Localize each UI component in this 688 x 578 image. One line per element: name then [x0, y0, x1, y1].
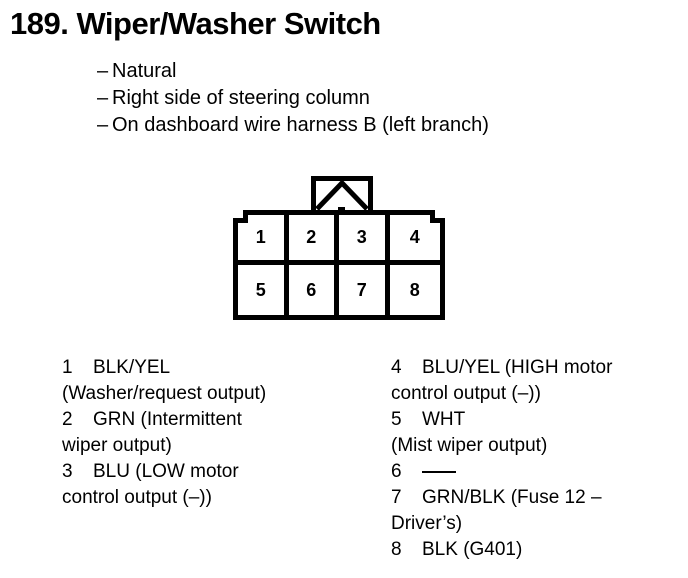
spec-item-label: Right side of steering column — [112, 87, 370, 109]
latch-peak-icon — [311, 176, 373, 212]
legend-item: 8 BLK (G401) — [391, 537, 681, 563]
legend-item: 1 BLK/YEL (Washer/request output) — [62, 355, 362, 407]
pin-cell-4[interactable]: 4 — [389, 215, 440, 265]
legend-line-2: Driver’s) — [391, 513, 463, 534]
pin-cell-label: 3 — [356, 227, 367, 247]
legend-pin-number: 1 — [62, 357, 73, 378]
spec-item: –On dashboard wire harness B (left branc… — [97, 112, 657, 139]
legend-line-1: GRN/BLK (Fuse 12 – — [422, 487, 602, 508]
pin-legend-right-column: 4 BLU/YEL (HIGH motor control output (–)… — [391, 355, 681, 563]
legend-item: 4 BLU/YEL (HIGH motor control output (–)… — [391, 355, 681, 407]
spec-item-label: On dashboard wire harness B (left branch… — [112, 114, 489, 136]
legend-line-2: control output (–)) — [391, 383, 541, 404]
spec-item-label: Natural — [112, 60, 177, 82]
legend-line-1: BLK (G401) — [422, 539, 523, 560]
legend-line-1: GRN (Intermittent — [93, 409, 242, 430]
legend-item: 5 WHT (Mist wiper output) — [391, 407, 681, 459]
legend-line-2: control output (–)) — [62, 487, 212, 508]
legend-item: 2 GRN (Intermittent wiper output) — [62, 407, 362, 459]
spec-dash-icon: – — [97, 87, 109, 109]
connector-pin-grid: 1 2 3 4 5 6 7 8 — [233, 210, 445, 320]
connector-notch-right-icon — [430, 210, 445, 223]
legend-item: 3 BLU (LOW motor control output (–)) — [62, 459, 362, 511]
legend-pin-description: GRN/BLK (Fuse 12 – Driver’s) — [391, 487, 681, 537]
spec-list: –Natural –Right side of steering column … — [97, 58, 657, 139]
legend-unused-dash-icon — [422, 471, 456, 473]
legend-pin-description: BLK/YEL (Washer/request output) — [62, 357, 362, 407]
pin-cell-label: 5 — [255, 279, 266, 300]
pin-cell-2[interactable]: 2 — [288, 215, 339, 265]
legend-pin-number: 3 — [62, 461, 73, 482]
pin-cell-5[interactable]: 5 — [238, 265, 289, 315]
legend-pin-description: GRN (Intermittent wiper output) — [62, 409, 362, 459]
legend-pin-number: 2 — [62, 409, 73, 430]
spec-dash-icon: – — [97, 114, 109, 136]
spec-item: –Right side of steering column — [97, 85, 657, 112]
pin-legend-left-column: 1 BLK/YEL (Washer/request output) 2 GRN … — [62, 355, 362, 511]
legend-pin-description: BLU/YEL (HIGH motor control output (–)) — [391, 357, 681, 407]
legend-pin-number: 4 — [391, 357, 402, 378]
legend-pin-number: 5 — [391, 409, 402, 430]
legend-line-2: (Washer/request output) — [62, 383, 267, 404]
pin-cell-7[interactable]: 7 — [339, 265, 390, 315]
legend-item: 6 — [391, 459, 681, 485]
pin-cell-8[interactable]: 8 — [389, 265, 440, 315]
legend-line-1: BLU (LOW motor — [93, 461, 239, 482]
legend-line-1: WHT — [422, 409, 466, 430]
pin-cell-1[interactable]: 1 — [238, 215, 289, 265]
connector-notch-left-icon — [233, 210, 248, 223]
legend-item: 7 GRN/BLK (Fuse 12 – Driver’s) — [391, 485, 681, 537]
legend-line-1: BLU/YEL (HIGH motor — [422, 357, 613, 378]
pin-cell-label: 2 — [306, 227, 317, 247]
legend-pin-description: WHT (Mist wiper output) — [391, 409, 681, 459]
pin-cell-6[interactable]: 6 — [288, 265, 339, 315]
legend-line-2: wiper output) — [62, 435, 172, 456]
legend-line-2: (Mist wiper output) — [391, 435, 548, 456]
legend-pin-description-unused — [422, 461, 456, 482]
pin-cell-label: 1 — [255, 227, 266, 247]
pin-cell-label: 4 — [409, 227, 420, 247]
pin-cell-label: 6 — [306, 279, 317, 300]
spec-item: –Natural — [97, 58, 657, 85]
legend-pin-description: BLK (G401) — [422, 539, 522, 560]
legend-pin-description: BLU (LOW motor control output (–)) — [62, 461, 362, 511]
connector-diagram: 1 2 3 4 5 6 7 8 — [231, 176, 447, 324]
legend-pin-number: 6 — [391, 461, 402, 482]
legend-pin-number: 8 — [391, 539, 402, 560]
pin-cell-label: 8 — [409, 279, 420, 300]
pin-cell-3[interactable]: 3 — [339, 215, 390, 265]
legend-pin-number: 7 — [391, 487, 402, 508]
legend-line-1: BLK/YEL — [93, 357, 171, 378]
pin-cell-label: 7 — [356, 279, 367, 300]
page-title: 189. Wiper/Washer Switch — [10, 6, 381, 41]
spec-dash-icon: – — [97, 60, 109, 82]
